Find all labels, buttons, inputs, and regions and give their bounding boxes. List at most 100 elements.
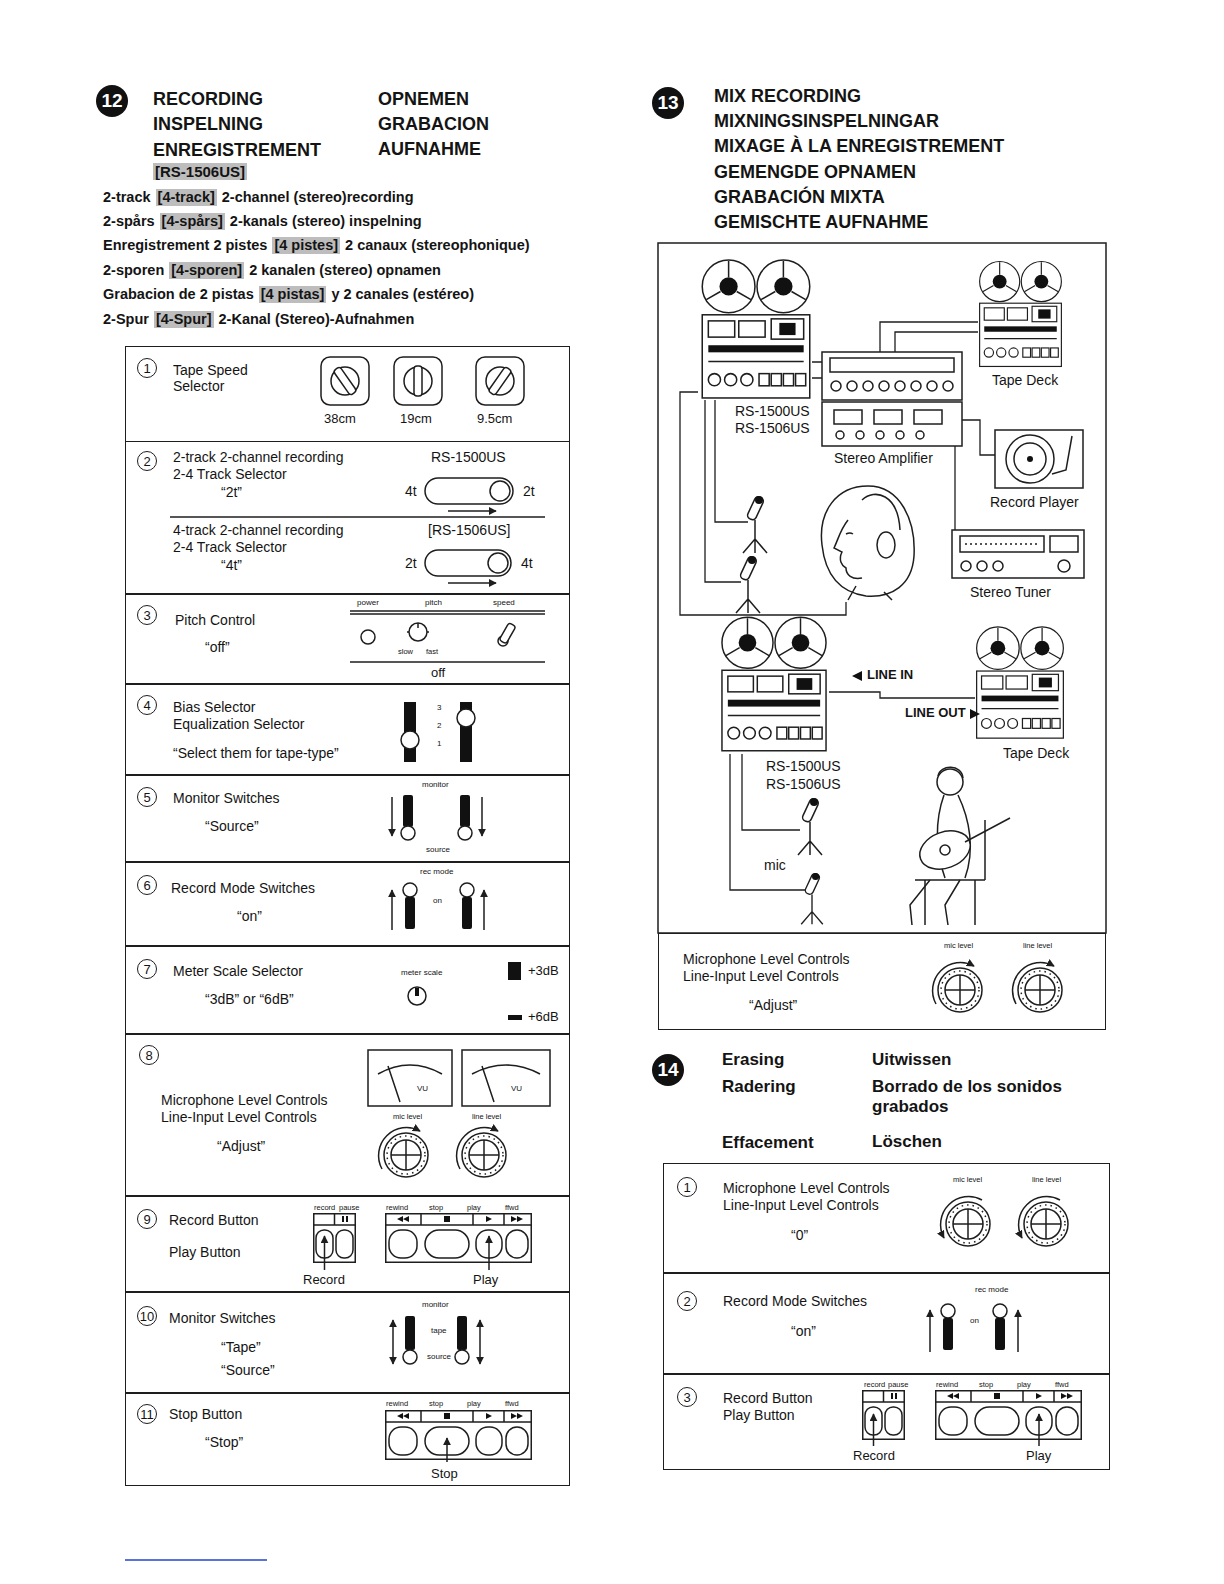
control-label: line level — [1023, 942, 1052, 950]
stereo-tuner — [961, 561, 971, 571]
instruction-text: “2t” — [221, 484, 242, 500]
control-label: power — [357, 599, 379, 607]
control-label: slow — [398, 648, 413, 656]
pitch-control — [350, 611, 545, 662]
transport-buttons — [873, 1414, 875, 1446]
stereo-amplifier — [895, 381, 905, 391]
listener-illustration — [877, 532, 895, 558]
instruction-text: Stop Button — [169, 1406, 242, 1422]
level-knob — [379, 1128, 428, 1177]
instruction-text: 4t — [521, 555, 533, 571]
instruction-text: [RS-1506US] — [428, 522, 510, 538]
stereo-amplifier — [834, 410, 862, 424]
instruction-text: “Adjust” — [217, 1138, 265, 1154]
section-heading: Uitwissen — [872, 1050, 951, 1070]
bias-selector — [457, 709, 475, 727]
rec-mode-switch — [483, 890, 485, 930]
stereo-amplifier — [896, 431, 904, 439]
instruction-text: “Adjust” — [749, 997, 797, 1013]
rec-mode-switch — [943, 1318, 953, 1350]
model-tag: [RS-1506US] — [153, 163, 247, 180]
stereo-tuner — [977, 561, 987, 571]
level-knob — [933, 963, 1068, 1246]
control-label: mic level — [944, 942, 973, 950]
connection-wire — [852, 671, 862, 681]
record-player — [995, 430, 1083, 488]
mode-text: y 2 canales (estéreo) — [331, 286, 474, 303]
speed-selector — [488, 366, 512, 395]
instruction-text: RS-1500US — [431, 449, 506, 465]
instruction-text: “3dB” or “6dB” — [205, 991, 294, 1007]
step-box: 5Monitor Switches“Source”monitorsource — [125, 775, 570, 862]
step-box: Microphone Level ControlsLine-Input Leve… — [658, 933, 1106, 1030]
instruction-text: Monitor Switches — [169, 1310, 276, 1326]
step-box: 4Bias SelectorEqualization Selector“Sele… — [125, 684, 570, 775]
control-label: stop — [979, 1381, 993, 1389]
listener-illustration — [862, 494, 900, 530]
track-selector — [490, 481, 510, 501]
monitor-switch — [479, 1320, 481, 1364]
device-label: Record Player — [990, 494, 1079, 510]
text-line: Enregistrement 2 pistes[4 pistes]2 canau… — [103, 236, 535, 254]
connection-wire — [680, 322, 995, 890]
value-label: Play — [1026, 1449, 1051, 1464]
guitarist-illustration — [910, 767, 1010, 925]
stereo-amplifier — [914, 410, 942, 424]
step-box: 7Meter Scale Selector“3dB” or “6dB”meter… — [125, 946, 570, 1034]
instruction-text: 2t — [523, 483, 535, 499]
transport-buttons — [313, 1213, 356, 1262]
instruction-text: “on” — [237, 908, 262, 924]
control-label: play — [1017, 1381, 1031, 1389]
speed-selector — [394, 357, 442, 405]
control-label: monitor — [422, 781, 449, 789]
control-label: rec mode — [975, 1286, 1008, 1294]
control-label: line level — [1032, 1176, 1061, 1184]
level-knob — [379, 1128, 506, 1177]
section-heading: GRABACIÓN MIXTA — [714, 187, 885, 208]
instruction-text: “off” — [205, 639, 230, 655]
control-label: source — [427, 1353, 451, 1361]
level-knob — [1013, 963, 1062, 1012]
pitch-control — [350, 611, 545, 662]
mode-tag: [4 pistas] — [259, 286, 327, 303]
mode-text: 2-channel (stereo)recording — [222, 189, 414, 206]
callout-number: 9 — [137, 1209, 157, 1229]
control-label: tape — [431, 1327, 447, 1335]
connection-wire — [829, 692, 975, 698]
record-player — [1052, 436, 1072, 474]
section-heading: GRABACION — [378, 114, 489, 135]
section-heading: MIX RECORDING — [714, 86, 861, 107]
speed-selector — [321, 357, 369, 405]
instruction-text: “4t” — [221, 557, 242, 573]
stereo-amplifier — [876, 431, 884, 439]
stereo-tuner — [1058, 560, 1070, 572]
instruction-text: Monitor Switches — [173, 790, 280, 806]
transport-buttons — [488, 1236, 490, 1270]
transport-buttons — [1038, 1414, 1040, 1446]
instruction-text: “Tape” — [221, 1339, 261, 1355]
connection-wire — [730, 754, 805, 890]
instruction-text: 2t — [405, 555, 417, 571]
connection-wire — [880, 322, 978, 352]
stereo-amplifier — [943, 381, 953, 391]
control-label: pause — [888, 1381, 908, 1389]
microphone — [798, 797, 822, 855]
stereo-amplifier — [874, 410, 902, 424]
meter-scale-selector — [508, 962, 521, 980]
control-label: rec mode — [420, 868, 453, 876]
section-heading: RECORDING — [153, 89, 263, 110]
monitor-switch — [405, 1316, 415, 1350]
control-label: on — [970, 1317, 979, 1325]
mode-tag: [4-sporen] — [169, 262, 244, 279]
section-badge: 13 — [652, 87, 684, 119]
bias-selector — [401, 731, 419, 749]
rec-mode-switch — [930, 1304, 1018, 1352]
value-label: Play — [473, 1273, 498, 1288]
control-label: 2 — [437, 722, 441, 730]
section-heading: MIXAGE À LA ENREGISTREMENT — [714, 136, 1004, 157]
stereo-amplifier — [836, 431, 844, 439]
instruction-text: Meter Scale Selector — [173, 963, 303, 979]
speed-selector — [321, 357, 369, 405]
instruction-text: “Source” — [221, 1362, 275, 1378]
monitor-switch — [458, 826, 472, 840]
